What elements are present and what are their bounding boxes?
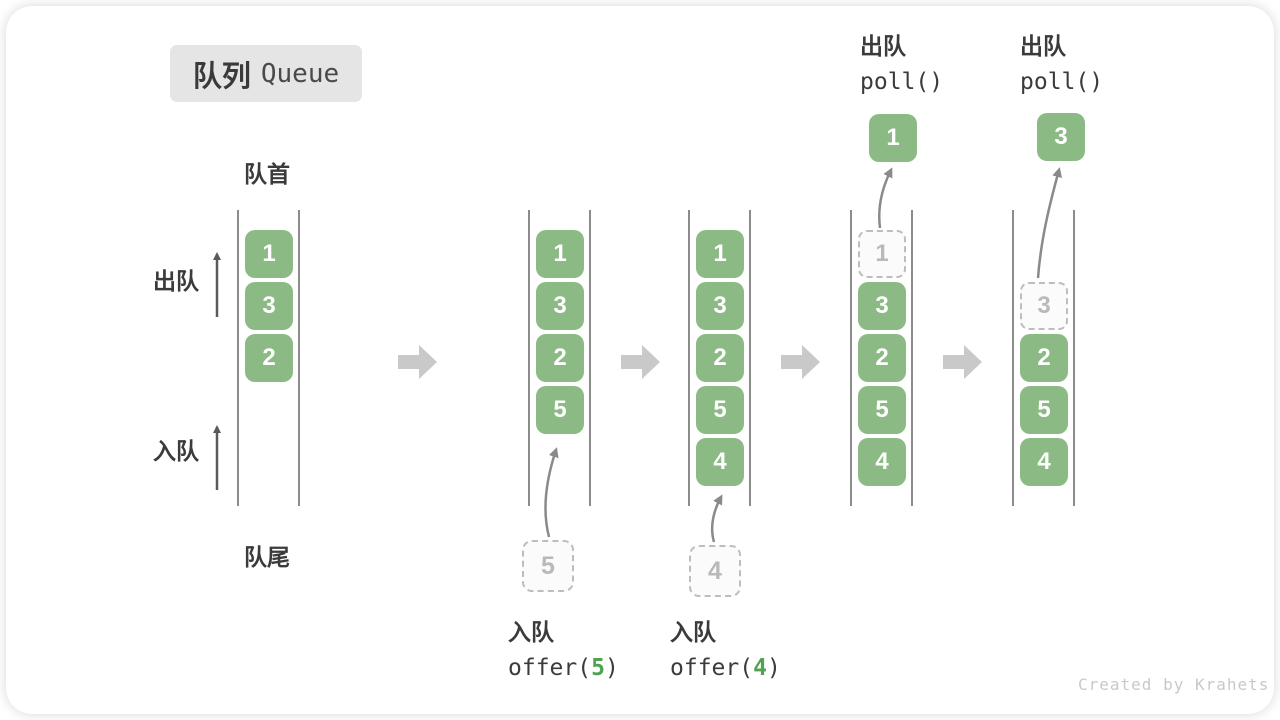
title-english: Queue: [260, 58, 340, 89]
pending-enqueue-box: 4: [689, 545, 741, 597]
code-arg: 5: [591, 655, 605, 681]
code-prefix: offer(: [508, 655, 592, 681]
code-arg: 4: [753, 655, 767, 681]
code-suffix: ): [604, 655, 619, 681]
enqueue-caption: 入队 offer(4): [670, 614, 781, 686]
queue-item: 1: [245, 230, 293, 278]
queue-item: 2: [536, 334, 584, 382]
dequeue-caption: 出队 poll(): [1020, 28, 1103, 100]
queue-item: 2: [696, 334, 744, 382]
queue-item: 3: [536, 282, 584, 330]
dequeue-caption-code: poll(): [860, 69, 944, 95]
queue-item-removed: 1: [858, 230, 906, 278]
code-prefix: offer(: [670, 655, 754, 681]
pending-enqueue-box: 5: [522, 540, 574, 592]
pending-value: 4: [708, 556, 722, 585]
dequeue-caption: 出队 poll(): [860, 28, 943, 100]
queue-item: 4: [696, 438, 744, 486]
enqueue-caption-zh: 入队: [508, 619, 554, 645]
queue-item: 2: [858, 334, 906, 382]
queue-item: 2: [245, 334, 293, 382]
polled-value: 3: [1054, 123, 1068, 150]
enqueue-caption: 入队 offer(5): [508, 614, 619, 686]
enqueue-caption-code: offer(5): [508, 650, 619, 686]
queue-item: 3: [245, 282, 293, 330]
title-box: 队列 Queue: [170, 45, 362, 102]
enqueue-caption-code: offer(4): [670, 650, 781, 686]
enqueue-caption-zh: 入队: [670, 619, 716, 645]
dequeue-caption-zh: 出队: [860, 33, 906, 59]
credit-text: Created by Krahets: [1078, 675, 1270, 694]
diagram-card: [6, 6, 1274, 714]
queue-item: 5: [696, 386, 744, 434]
enqueue-label: 入队: [153, 438, 199, 464]
queue-front-label: 队首: [244, 161, 290, 187]
queue-item-removed: 3: [1020, 282, 1068, 330]
queue-item: 3: [858, 282, 906, 330]
queue-item: 4: [1020, 438, 1068, 486]
queue-item: 1: [536, 230, 584, 278]
code-suffix: ): [766, 655, 781, 681]
queue-rear-label: 队尾: [244, 544, 290, 570]
title-chinese: 队列: [192, 60, 251, 93]
queue-item: 5: [858, 386, 906, 434]
queue-item: 5: [536, 386, 584, 434]
queue-item: 1: [696, 230, 744, 278]
queue-item: 4: [858, 438, 906, 486]
polled-element-box: 3: [1037, 113, 1085, 161]
polled-element-box: 1: [869, 114, 917, 162]
queue-item: 2: [1020, 334, 1068, 382]
dequeue-caption-zh: 出队: [1020, 33, 1066, 59]
polled-value: 1: [886, 124, 900, 151]
queue-item: 3: [696, 282, 744, 330]
dequeue-label: 出队: [153, 268, 199, 294]
pending-value: 5: [541, 551, 555, 580]
dequeue-caption-code: poll(): [1020, 69, 1104, 95]
queue-item: 5: [1020, 386, 1068, 434]
